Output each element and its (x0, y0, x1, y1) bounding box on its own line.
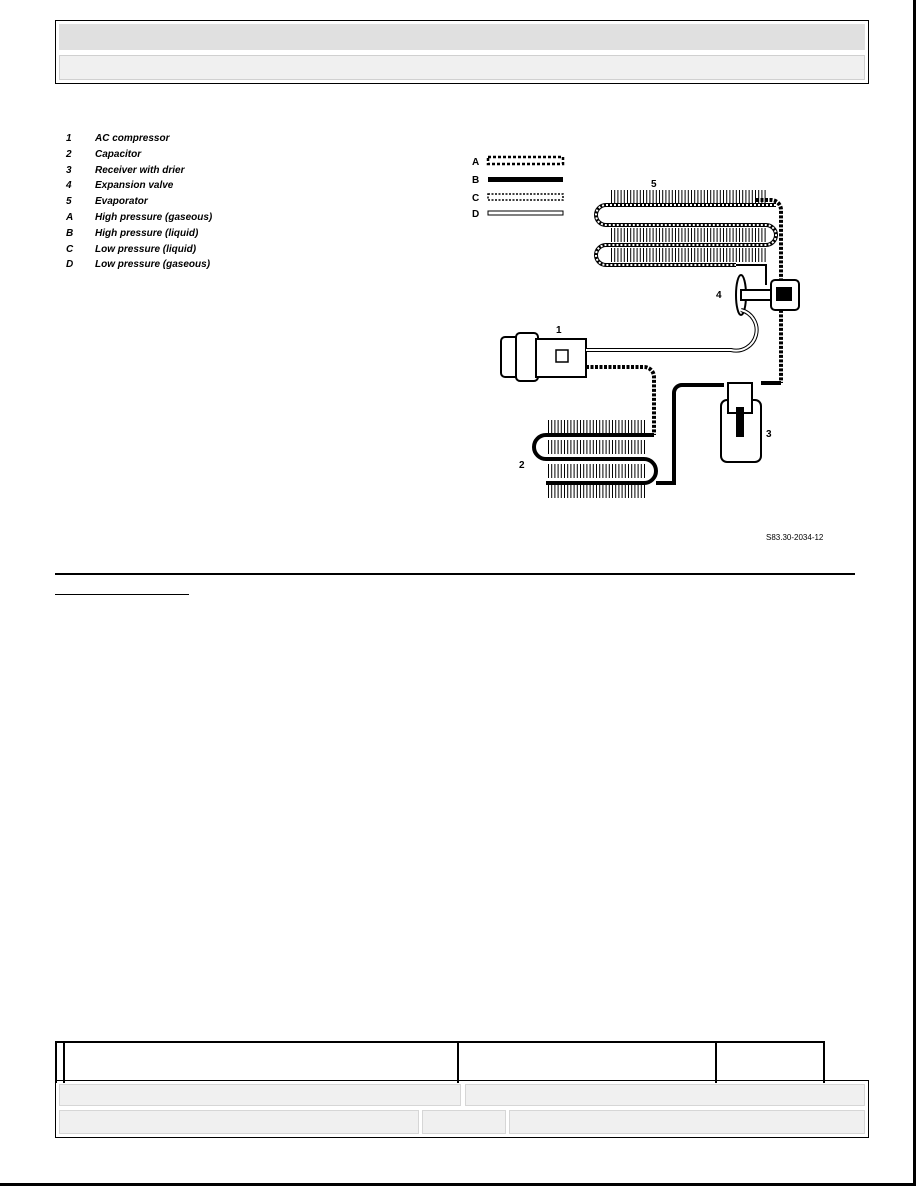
line-key-c-sample (487, 193, 564, 201)
capacitor (532, 420, 658, 498)
line-key-b-sample (488, 177, 563, 182)
line-key-a-label: A (472, 157, 479, 168)
line-key-b-label: B (472, 175, 479, 186)
liquid-line (656, 383, 724, 485)
footer-info-table (55, 1041, 825, 1083)
figure-code: S83.30-2034-12 (766, 533, 824, 542)
footer-copyright-table (55, 1080, 869, 1138)
evaporator (594, 190, 778, 267)
component-2-number: 2 (519, 460, 525, 471)
component-5-number: 5 (651, 179, 657, 190)
component-1-number: 1 (556, 325, 562, 336)
line-key-d-label: D (472, 209, 479, 220)
header-subtitle-cell (59, 55, 865, 80)
component-4-number: 4 (716, 290, 722, 301)
receiver-with-drier (720, 381, 781, 463)
high-pressure-line (756, 198, 783, 383)
ac-compressor (500, 332, 587, 382)
component-3-number: 3 (766, 429, 772, 440)
header-table (55, 20, 869, 84)
line-key-c-label: C (472, 193, 479, 204)
section-underline (55, 594, 189, 595)
discharge-line (586, 365, 656, 435)
line-key-a-sample (486, 155, 565, 166)
low-pressure-line (586, 308, 759, 353)
ac-circuit-diagram: A B C D 5 4 1 2 (472, 155, 824, 542)
section-rule (55, 573, 855, 575)
expansion-valve (735, 264, 800, 316)
header-title-cell (59, 24, 865, 50)
line-key-d-sample (487, 210, 564, 216)
